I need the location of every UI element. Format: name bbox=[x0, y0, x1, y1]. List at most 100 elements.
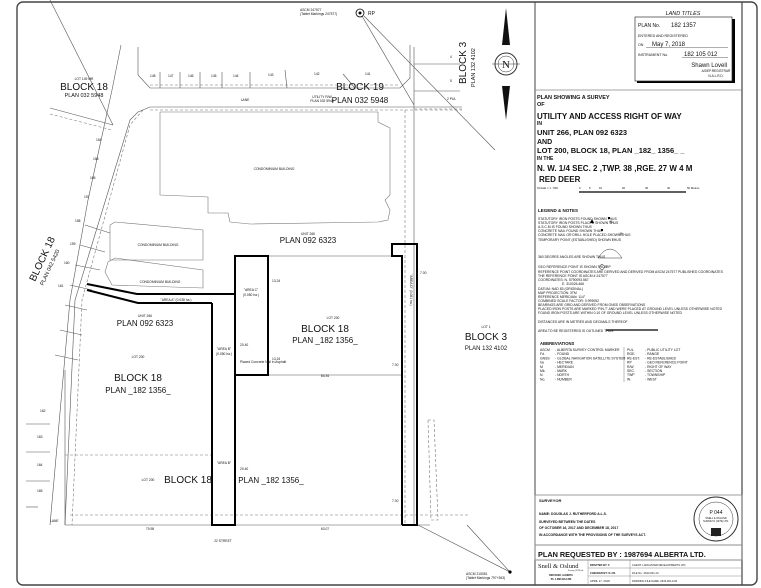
plan-182-1356-label-west: PLAN _182 1356_ bbox=[105, 386, 171, 395]
svg-text:IN ACCORDANCE WITH THE PROVISI: IN ACCORDANCE WITH THE PROVISIONS OF THE… bbox=[539, 533, 646, 537]
svg-text:158: 158 bbox=[75, 219, 81, 223]
svg-text:DISTANCES ARE IN METRES AND DE: DISTANCES ARE IN METRES AND DECIMALS THE… bbox=[538, 320, 628, 324]
area-c-label: "AREA C" bbox=[244, 288, 259, 292]
svg-text:REFERENCE MERIDIAN: 114°: REFERENCE MERIDIAN: 114° bbox=[538, 295, 586, 299]
abbreviations: ABBREVIATIONS bbox=[540, 341, 625, 382]
plan-requested-by: PLAN REQUESTED BY : 1987694 ALBERTA LTD. bbox=[538, 550, 706, 559]
area-b-area-label: (0.050 ha.) bbox=[216, 352, 232, 356]
block18-nw-label: BLOCK 18 bbox=[60, 82, 108, 93]
area-a-south bbox=[86, 289, 212, 304]
plan-title: UTILITY AND ACCESS RIGHT OF WAY bbox=[537, 112, 682, 121]
footer-table: Snell & Oslund Surveys (1979) Ltd. RED D… bbox=[535, 559, 742, 585]
svg-text:164: 164 bbox=[37, 463, 43, 467]
svg-text:GEO REFERENCE POINT IS SHOWN T: GEO REFERENCE POINT IS SHOWN THUS bbox=[538, 265, 608, 269]
block18-nw-line bbox=[49, 107, 114, 126]
svg-text:147: 147 bbox=[168, 74, 174, 78]
block18-label-west: BLOCK 18 bbox=[114, 373, 162, 384]
svg-text:REFERENCE POINT COORDINATES AR: REFERENCE POINT COORDINATES ARE DERIVED … bbox=[538, 270, 724, 274]
svg-text:PLAN SHOWING A SURVEY: PLAN SHOWING A SURVEY bbox=[537, 95, 610, 101]
svg-text:160: 160 bbox=[64, 261, 70, 265]
abbreviation-meaning: - FOUND bbox=[555, 352, 570, 356]
block3-ne-label: BLOCK 3 bbox=[458, 41, 469, 84]
iron-post-found-icon bbox=[608, 217, 610, 219]
svg-text:IN THE: IN THE bbox=[537, 156, 554, 162]
abbreviation-meaning: - MERIDIAN bbox=[555, 365, 574, 369]
svg-text:FOUND IRON POSTS ARE WITHIN 0.: FOUND IRON POSTS ARE WITHIN 0.10 OF GROU… bbox=[538, 311, 682, 315]
abbreviations-left: ASCM- ALBERTA SURVEY CONTROL MARKERFd.- … bbox=[540, 348, 626, 381]
svg-text:P 044: P 044 bbox=[710, 510, 723, 516]
abbreviation-code: M bbox=[540, 365, 543, 369]
dimension-label: 7.00 bbox=[392, 499, 399, 503]
abbreviation-meaning: - ALBERTA SURVEY CONTROL MARKER bbox=[555, 348, 620, 352]
abbreviation-meaning: - HECTARE bbox=[555, 361, 574, 365]
dimension-label: 20.40 bbox=[240, 467, 248, 471]
abbreviation-meaning: - GLOBAL NAVIGATION SATELLITE SYSTEM bbox=[555, 356, 626, 360]
svg-text:STATUTORY IRON POSTS PLACED SH: STATUTORY IRON POSTS PLACED SHOWN THUS bbox=[538, 221, 619, 225]
plan-092-6323-label: PLAN 092 6323 bbox=[280, 236, 337, 245]
ascm-bottom-sub-label: (Tablet Markings 797+363) bbox=[466, 576, 505, 580]
area-b-label: "AREA B" bbox=[217, 461, 232, 465]
svg-text:50 Metres: 50 Metres bbox=[687, 186, 700, 190]
svg-text:141: 141 bbox=[365, 72, 371, 76]
block18-nw-plan-label: PLAN 032 5948 bbox=[65, 93, 104, 99]
svg-text:161: 161 bbox=[58, 284, 64, 288]
abbreviation-meaning: - RANGE bbox=[645, 352, 660, 356]
svg-text:40: 40 bbox=[667, 186, 671, 190]
sheet-border bbox=[16, 1, 758, 586]
ascm-bottom-label: ASCM 215081 bbox=[466, 572, 488, 576]
svg-text:CONCRETE NAIL FOUND SHOWN THUS: CONCRETE NAIL FOUND SHOWN THUS bbox=[538, 229, 603, 233]
abbreviation-meaning: - RE-ESTABLISHED bbox=[645, 356, 677, 360]
abbreviation-meaning: - PUBLIC UTILITY LOT bbox=[645, 348, 680, 352]
lane-west-outer bbox=[49, 44, 122, 526]
instrument-number: 182 105 012 bbox=[684, 52, 718, 58]
svg-text:N.A.L.R.D.: N.A.L.R.D. bbox=[708, 74, 723, 78]
condo-building-large bbox=[159, 111, 391, 225]
svg-text:144: 144 bbox=[233, 74, 239, 78]
svg-text:5: 5 bbox=[589, 186, 591, 190]
svg-text:AND: AND bbox=[537, 139, 552, 146]
svg-text:RED DEER: RED DEER bbox=[539, 175, 581, 184]
registrar-signature: Shawn Lovell bbox=[691, 63, 727, 69]
condo-building-1-label: CONDOMINIUM BUILDING bbox=[254, 167, 295, 171]
svg-text:N. W. 1/4 SEC. 2 ,TWP. 38: N. W. 1/4 SEC. 2 ,TWP. 38 ,RGE. 27 W 4 M bbox=[537, 164, 693, 173]
svg-text:THE REFERENCE POINT IS ASCM #: THE REFERENCE POINT IS ASCM # 247577 bbox=[538, 274, 608, 278]
svg-text:AREA TO BE REGISTERED IS OUTLI: AREA TO BE REGISTERED IS OUTLINED THUS bbox=[538, 329, 614, 333]
area-b-outline bbox=[211, 256, 236, 526]
block19-boundary bbox=[137, 45, 411, 89]
concrete-nail-icon bbox=[601, 229, 603, 231]
abbreviation-code: W. bbox=[627, 377, 631, 381]
land-titles-heading: LAND TITLES bbox=[666, 11, 701, 17]
svg-text:OF: OF bbox=[537, 102, 545, 108]
svg-text:143: 143 bbox=[268, 73, 274, 77]
abbreviation-meaning: - GEO REFERENCE POINT bbox=[645, 361, 688, 365]
svg-text:A/DEP.REGISTRAR: A/DEP.REGISTRAR bbox=[702, 69, 731, 73]
unit266-label: UNIT 266 bbox=[301, 232, 315, 236]
land-titles-stamp: LAND TITLES PLAN No. 182 1357 ENTERED AN… bbox=[634, 11, 735, 83]
lot149-label: LOT 149 MR bbox=[75, 77, 94, 81]
svg-text:159: 159 bbox=[70, 242, 76, 246]
svg-text:COORDINATES: N. 5790093.567: COORDINATES: N. 5790093.567 bbox=[538, 278, 589, 282]
abbreviation-code: R/W bbox=[627, 365, 634, 369]
svg-text:SURVEYED BETWEEN THE DATES: SURVEYED BETWEEN THE DATES bbox=[539, 520, 596, 524]
abbreviation-code: TWP bbox=[627, 373, 635, 377]
svg-text:ENTERED AND REGISTERED: ENTERED AND REGISTERED bbox=[638, 34, 688, 38]
svg-text:CONCRETE NAIL OR DRILL HOLE PL: CONCRETE NAIL OR DRILL HOLE PLACED SHOWN… bbox=[538, 233, 631, 237]
svg-text:Surveys (1979) Ltd.: Surveys (1979) Ltd. bbox=[568, 569, 584, 572]
registration-date: May 7, 2018 bbox=[652, 42, 686, 48]
abbreviation-code: ha bbox=[540, 361, 544, 365]
svg-text:148: 148 bbox=[150, 74, 156, 78]
lot200-label: LOT 200 bbox=[327, 316, 340, 320]
svg-text:INSTRUMENT No.: INSTRUMENT No. bbox=[638, 53, 668, 57]
svg-text:TEMPORARY POINT (ESTABLISHED): TEMPORARY POINT (ESTABLISHED) SHOWN THUS bbox=[538, 238, 622, 242]
plan-092-6323-label-2: PLAN 092 6323 bbox=[117, 319, 174, 328]
svg-text:A.S.C.M IS FOUND SHOWN THUS: A.S.C.M IS FOUND SHOWN THUS bbox=[538, 225, 593, 229]
area-a-north bbox=[86, 283, 235, 295]
ascm-bottom-tie-2 bbox=[466, 524, 511, 573]
lot1-label: LOT 1 bbox=[481, 325, 490, 329]
lot200-label-2: LOT 200 bbox=[132, 355, 145, 359]
svg-text:CLIENT: LANCASTER DEVELOPMENT: CLIENT: LANCASTER DEVELOPMENTS LTD. bbox=[632, 563, 686, 567]
abbreviation-meaning: - MARK bbox=[555, 369, 568, 373]
street-label: 22 STREET bbox=[214, 539, 232, 543]
abbreviation-code: PUL bbox=[627, 348, 634, 352]
